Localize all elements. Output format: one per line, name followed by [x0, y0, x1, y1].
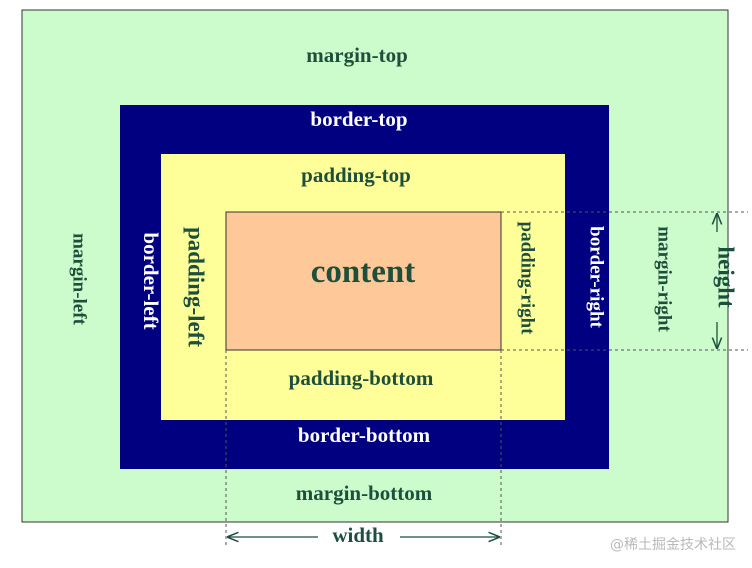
- margin-top-label: margin-top: [306, 43, 408, 67]
- content-label: content: [311, 254, 415, 290]
- border-bottom-label: border-bottom: [298, 423, 431, 447]
- height-label: height: [714, 246, 739, 308]
- content-area: [225, 211, 502, 351]
- padding-left-label: padding-left: [184, 227, 209, 347]
- border-top-label: border-top: [310, 107, 407, 131]
- padding-top-label: padding-top: [301, 163, 411, 187]
- width-label: width: [332, 523, 384, 547]
- margin-bottom-label: margin-bottom: [296, 481, 433, 505]
- border-right-label: border-right: [586, 226, 607, 328]
- border-left-label: border-left: [139, 232, 163, 329]
- padding-right-label: padding-right: [517, 222, 538, 336]
- padding-bottom-label: padding-bottom: [289, 366, 434, 390]
- watermark: @稀土掘金技术社区: [610, 537, 736, 553]
- dimension-guides: [225, 211, 748, 548]
- margin-right-label: margin-right: [654, 226, 675, 332]
- margin-left-label: margin-left: [69, 233, 90, 325]
